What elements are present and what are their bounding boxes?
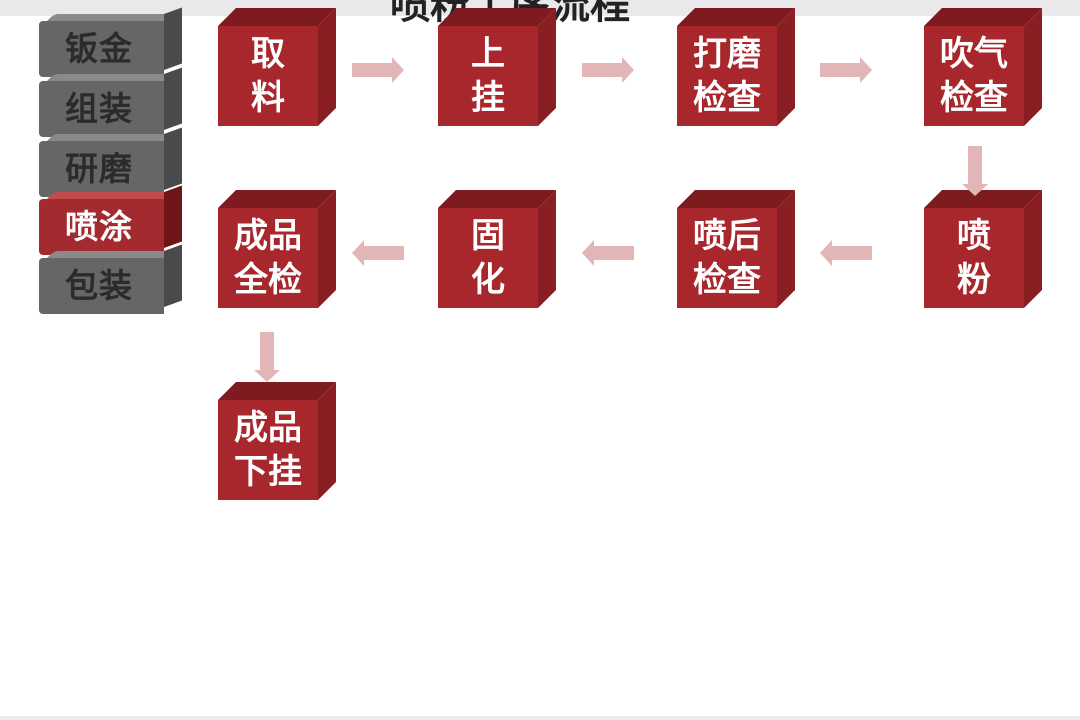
step-chengpin-xiagua: 成品 下挂: [218, 400, 318, 500]
nav-tab-baozhuang[interactable]: 包装: [39, 258, 164, 314]
nav-tab-pentu[interactable]: 喷涂: [39, 199, 164, 255]
nav-tab-yanmo[interactable]: 研磨: [39, 141, 164, 197]
arrow-right-icon: [582, 57, 634, 83]
step-label: 固 化: [471, 216, 505, 300]
step-label: 喷 粉: [957, 216, 991, 300]
step-label: 打磨 检查: [693, 34, 761, 118]
step-label: 取 料: [251, 34, 285, 118]
step-label: 成品 全检: [234, 216, 302, 300]
step-pen-fen: 喷 粉: [924, 208, 1024, 308]
nav-tab-banjin[interactable]: 钣金: [39, 21, 164, 77]
nav-tab-label: 包装: [65, 266, 133, 305]
step-chengpin-quanjian: 成品 全检: [218, 208, 318, 308]
step-shang-gua: 上 挂: [438, 26, 538, 126]
arrow-right-icon: [820, 57, 872, 83]
nav-tab-label: 钣金: [65, 29, 133, 68]
nav-tab-label: 组装: [65, 89, 133, 128]
nav-tab-zuzhuang[interactable]: 组装: [39, 81, 164, 137]
step-gu-hua: 固 化: [438, 208, 538, 308]
arrow-left-icon: [352, 240, 404, 266]
step-label: 喷后 检查: [693, 216, 761, 300]
step-label: 成品 下挂: [234, 408, 302, 492]
nav-tab-label: 研磨: [65, 149, 133, 188]
arrow-down-icon: [962, 146, 988, 196]
arrow-left-icon: [820, 240, 872, 266]
arrow-down-icon: [254, 332, 280, 382]
step-penhou-jiancha: 喷后 检查: [677, 208, 777, 308]
arrow-left-icon: [582, 240, 634, 266]
bottom-divider: [0, 716, 1080, 720]
step-damo-jiancha: 打磨 检查: [677, 26, 777, 126]
nav-tab-label: 喷涂: [65, 207, 133, 246]
step-chuiqi-jiancha: 吹气 检查: [924, 26, 1024, 126]
step-qu-liao: 取 料: [218, 26, 318, 126]
step-label: 吹气 检查: [940, 34, 1008, 118]
step-label: 上 挂: [471, 34, 505, 118]
arrow-right-icon: [352, 57, 404, 83]
